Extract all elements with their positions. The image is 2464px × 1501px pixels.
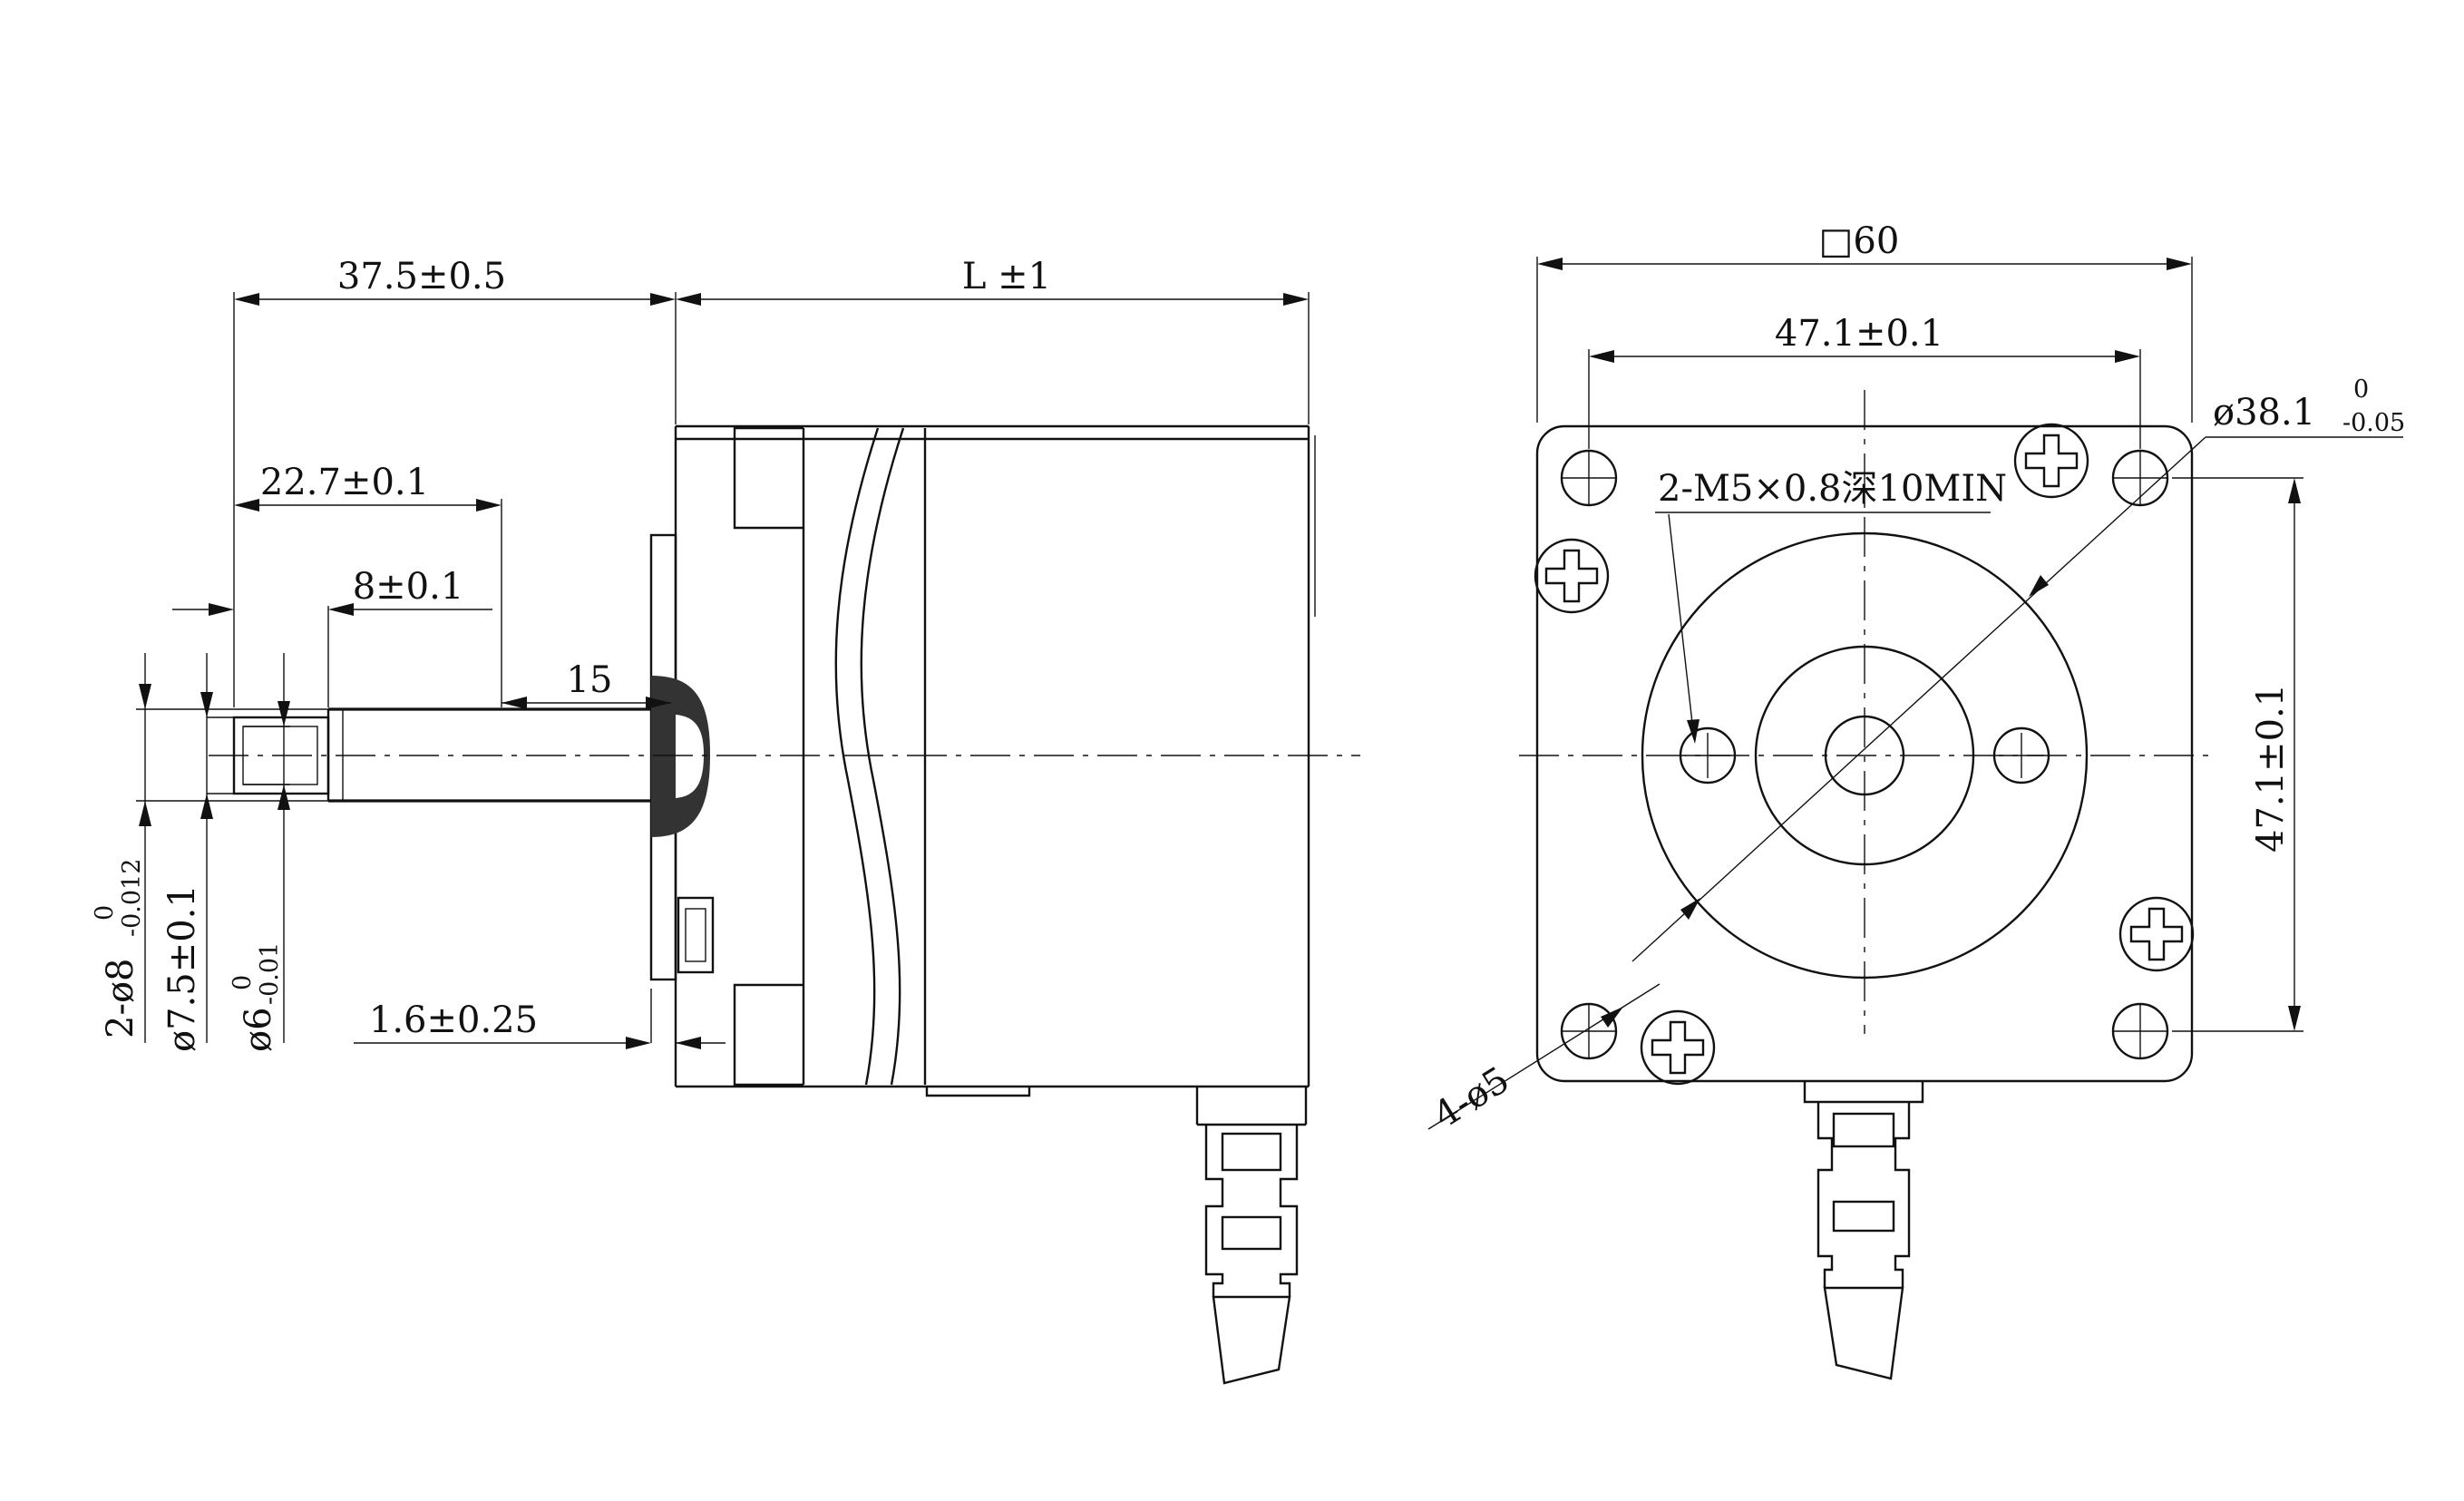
dimension-flat-offset: 8±0.1	[172, 566, 492, 707]
label-frame-size: □60	[1819, 220, 1900, 262]
bearing-boss	[651, 676, 710, 837]
label-pilot-tol-upper: 0	[2353, 375, 2369, 404]
label-hole-spacing-vertical: 47.1±0.1	[2250, 684, 2292, 853]
side-view: 37.5±0.5 L ±1 22.7±0.1 8±0.1	[91, 256, 1360, 1385]
label-shaft-tip-dia: ø6	[238, 1007, 279, 1052]
dimension-frame-size: □60	[1536, 220, 2193, 423]
label-shaft-length: 37.5±0.5	[337, 256, 506, 297]
cable-strain-relief	[1195, 1087, 1308, 1385]
connector-port	[677, 896, 715, 974]
label-tapped-holes: 2-M5×0.8深10MIN	[1658, 468, 2007, 510]
label-shaft-dia-main: 2-ø8	[100, 959, 141, 1039]
pilot-circle	[1641, 531, 2089, 980]
label-shaft-dia-main-tol-lower: -0.012	[118, 859, 146, 937]
dimension-hole-spacing-horizontal: 47.1±0.1	[1588, 313, 2141, 449]
label-flat-width: ø7.5±0.1	[161, 884, 203, 1052]
note-mount-holes: 4-ø5	[1427, 983, 1661, 1137]
dimension-shaft-diameters: 2-ø8 0 -0.012 ø7.5±0.1 ø6 0 -0.01	[91, 653, 328, 1052]
label-mount-holes: 4-ø5	[1427, 1059, 1516, 1137]
screw-right	[2118, 896, 2195, 972]
label-boss-length: 15	[567, 659, 613, 701]
boss-circle	[1754, 645, 1975, 866]
label-pilot-tol-lower: -0.05	[2342, 409, 2405, 437]
mount-hole-top-left	[1560, 449, 1618, 507]
dimension-shaft-length: 37.5±0.5	[233, 256, 677, 707]
label-pilot-diameter: ø38.1	[2213, 392, 2315, 434]
motor-body	[674, 424, 1316, 1097]
label-shaft-tip-tol-lower: -0.01	[256, 942, 284, 1005]
mount-hole-bottom-left	[1560, 1002, 1618, 1060]
screw-top	[2013, 423, 2089, 499]
front-cable-strain-relief	[1803, 1081, 1924, 1380]
tapped-hole-right	[1992, 726, 2050, 785]
dimension-flat-length: 22.7±0.1	[234, 462, 502, 707]
note-tapped-holes: 2-M5×0.8深10MIN	[1655, 468, 2007, 744]
label-shaft-tip-tol-upper: 0	[229, 975, 257, 990]
dimension-pilot-diameter: ø38.1 0 -0.05	[1631, 375, 2405, 962]
shaft-circle	[1824, 715, 1905, 796]
front-view: □60 47.1±0.1 47.1±0.1 ø38.1 0	[1427, 220, 2405, 1380]
label-flat-offset: 8±0.1	[353, 566, 464, 608]
label-shaft-dia-main-tol-upper: 0	[91, 905, 119, 921]
label-body-length: L ±1	[962, 256, 1051, 297]
label-hole-spacing-horizontal: 47.1±0.1	[1775, 313, 1943, 355]
dimension-boss-length: 15	[502, 659, 671, 709]
screw-bottom	[1640, 1009, 1716, 1086]
tapped-hole-left	[1679, 726, 1737, 785]
dimension-hole-spacing-vertical: 47.1±0.1	[2172, 477, 2303, 1032]
label-boss-height: 1.6±0.25	[369, 999, 538, 1041]
mount-hole-bottom-right	[2111, 1002, 2169, 1060]
dimension-boss-height: 1.6±0.25	[354, 989, 726, 1049]
screw-left	[1534, 538, 1610, 614]
label-flat-length: 22.7±0.1	[260, 462, 429, 503]
dimension-body-length: L ±1	[676, 256, 1310, 424]
